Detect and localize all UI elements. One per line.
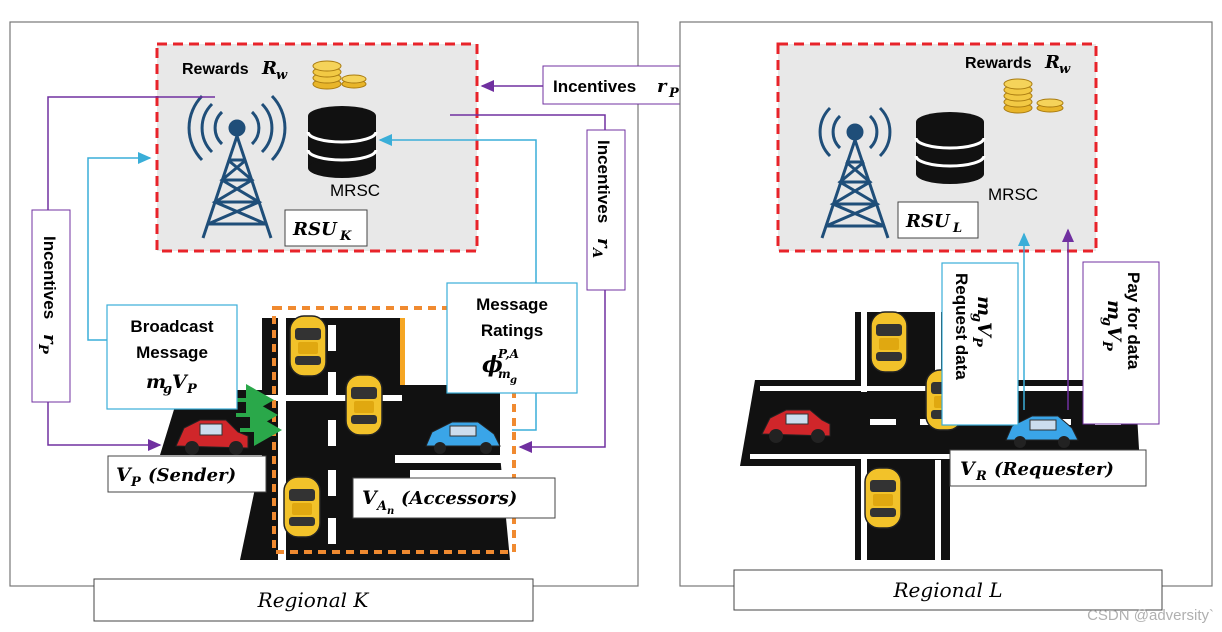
sender-sub: P [130, 475, 142, 490]
incentives-right-sub: A [589, 246, 604, 258]
ratings-line2: Ratings [481, 321, 543, 340]
rewards-k-sub: w [276, 68, 288, 83]
region-l-caption: Regional L [733, 569, 1163, 611]
incentives-left-text: Incentives [40, 236, 59, 319]
region-l-caption-text: Regional L [893, 578, 1003, 602]
rewards-k-text: Rewards [182, 61, 249, 78]
ratings-symbol: ϕ [482, 352, 503, 378]
ratings-sub-g: g [510, 375, 517, 386]
rsu-k-text: RSU [292, 219, 338, 240]
rewards-k-label: Rewards R w [182, 58, 288, 83]
rsu-l-label: RSU L [897, 201, 979, 239]
yellow-car-icon [345, 374, 383, 436]
rewards-l-label: Rewards R w [965, 52, 1071, 77]
blue-car-icon [1005, 415, 1079, 448]
message-ratings-box: Message Ratings ϕ P,A m g [446, 282, 578, 394]
pay-v: V [1103, 326, 1125, 343]
broadcast-arrows [232, 384, 282, 446]
region-k-caption: Regional K [93, 578, 534, 622]
incentives-left-box: Incentives r P [31, 209, 71, 403]
rewards-l-text: Rewards [965, 55, 1032, 72]
accessors-label: V A n (Accessors) [352, 477, 556, 519]
rewards-l-symbol: R [1044, 52, 1060, 73]
request-g: g [969, 313, 984, 322]
request-data-box: Request data m g V P [941, 262, 1019, 426]
pay-g: g [1099, 317, 1114, 326]
broadcast-v: V [172, 371, 189, 393]
rewards-l-sub: w [1059, 62, 1071, 77]
coins-k-icon [312, 60, 367, 90]
region-k-caption-text: Regional K [257, 588, 370, 612]
database-l-icon [914, 112, 986, 184]
data-flows-k [87, 134, 537, 431]
tower-l-icon [818, 106, 892, 239]
accessors-text: (Accessors) [401, 488, 517, 509]
ratings-line1: Message [476, 295, 548, 314]
yellow-car-icon [283, 476, 321, 538]
request-m: m [973, 296, 995, 316]
request-p: P [969, 336, 984, 348]
broadcast-message-box: Broadcast Message m g V P [106, 304, 238, 410]
rsu-l-text: RSU [905, 211, 951, 232]
red-car-icon [175, 419, 249, 455]
middle-formula-sub1: P [668, 86, 680, 101]
rsu-k-sub: K [339, 229, 352, 244]
yellow-car-icon [870, 311, 908, 373]
rewards-k-symbol: R [261, 58, 277, 79]
pay-m: m [1103, 300, 1125, 320]
requester-label: V R (Requester) [949, 449, 1147, 487]
pay-p: P [1099, 340, 1114, 352]
requester-v: V [960, 458, 977, 480]
requester-sub: R [975, 469, 987, 484]
sender-label: V P (Sender) [107, 455, 267, 493]
blue-car-icon [425, 421, 501, 454]
broadcast-p: P [186, 382, 198, 397]
mrsc-k-label: MRSC [330, 181, 380, 200]
accessors-sub: A [375, 499, 387, 514]
ratings-sub-m: m [498, 367, 511, 381]
broadcast-g: g [163, 382, 172, 397]
broadcast-line1: Broadcast [130, 317, 213, 336]
yellow-car-icon [864, 467, 902, 529]
rsu-l-sub: L [952, 221, 962, 236]
pay-text: Pay for data [1124, 272, 1143, 370]
red-car-icon [761, 409, 831, 443]
incentives-right-symbol: r [593, 238, 614, 249]
middle-incentives-text: Incentives [553, 77, 636, 96]
request-text: Request data [952, 273, 971, 380]
coins-l-icon [1003, 78, 1064, 114]
ratings-sup: P,A [497, 347, 519, 361]
yellow-car-icon [289, 315, 327, 377]
incentives-right-text: Incentives [594, 140, 613, 223]
watermark: CSDN @adversity` [1087, 607, 1214, 624]
incentives-right-box: Incentives r A [586, 129, 626, 291]
pay-data-box: Pay for data m g V P [1082, 261, 1160, 425]
requester-text: (Requester) [994, 459, 1114, 480]
database-k-icon [306, 106, 378, 178]
rsu-k-label: RSU K [284, 209, 368, 247]
sender-v: V [116, 464, 133, 486]
broadcast-line2: Message [136, 343, 208, 362]
sender-text: (Sender) [148, 465, 236, 486]
incentives-left-sub: P [35, 343, 50, 355]
mrsc-l-label: MRSC [988, 185, 1038, 204]
accessors-v: V [362, 487, 379, 509]
incentives-left-symbol: r [39, 334, 60, 345]
accessors-subsub: n [387, 506, 394, 517]
incentive-flows-k [47, 96, 606, 453]
middle-formula-r1: r [657, 76, 668, 97]
request-v: V [973, 322, 995, 339]
tower-k-icon [187, 94, 287, 239]
broadcast-m: m [146, 371, 166, 393]
